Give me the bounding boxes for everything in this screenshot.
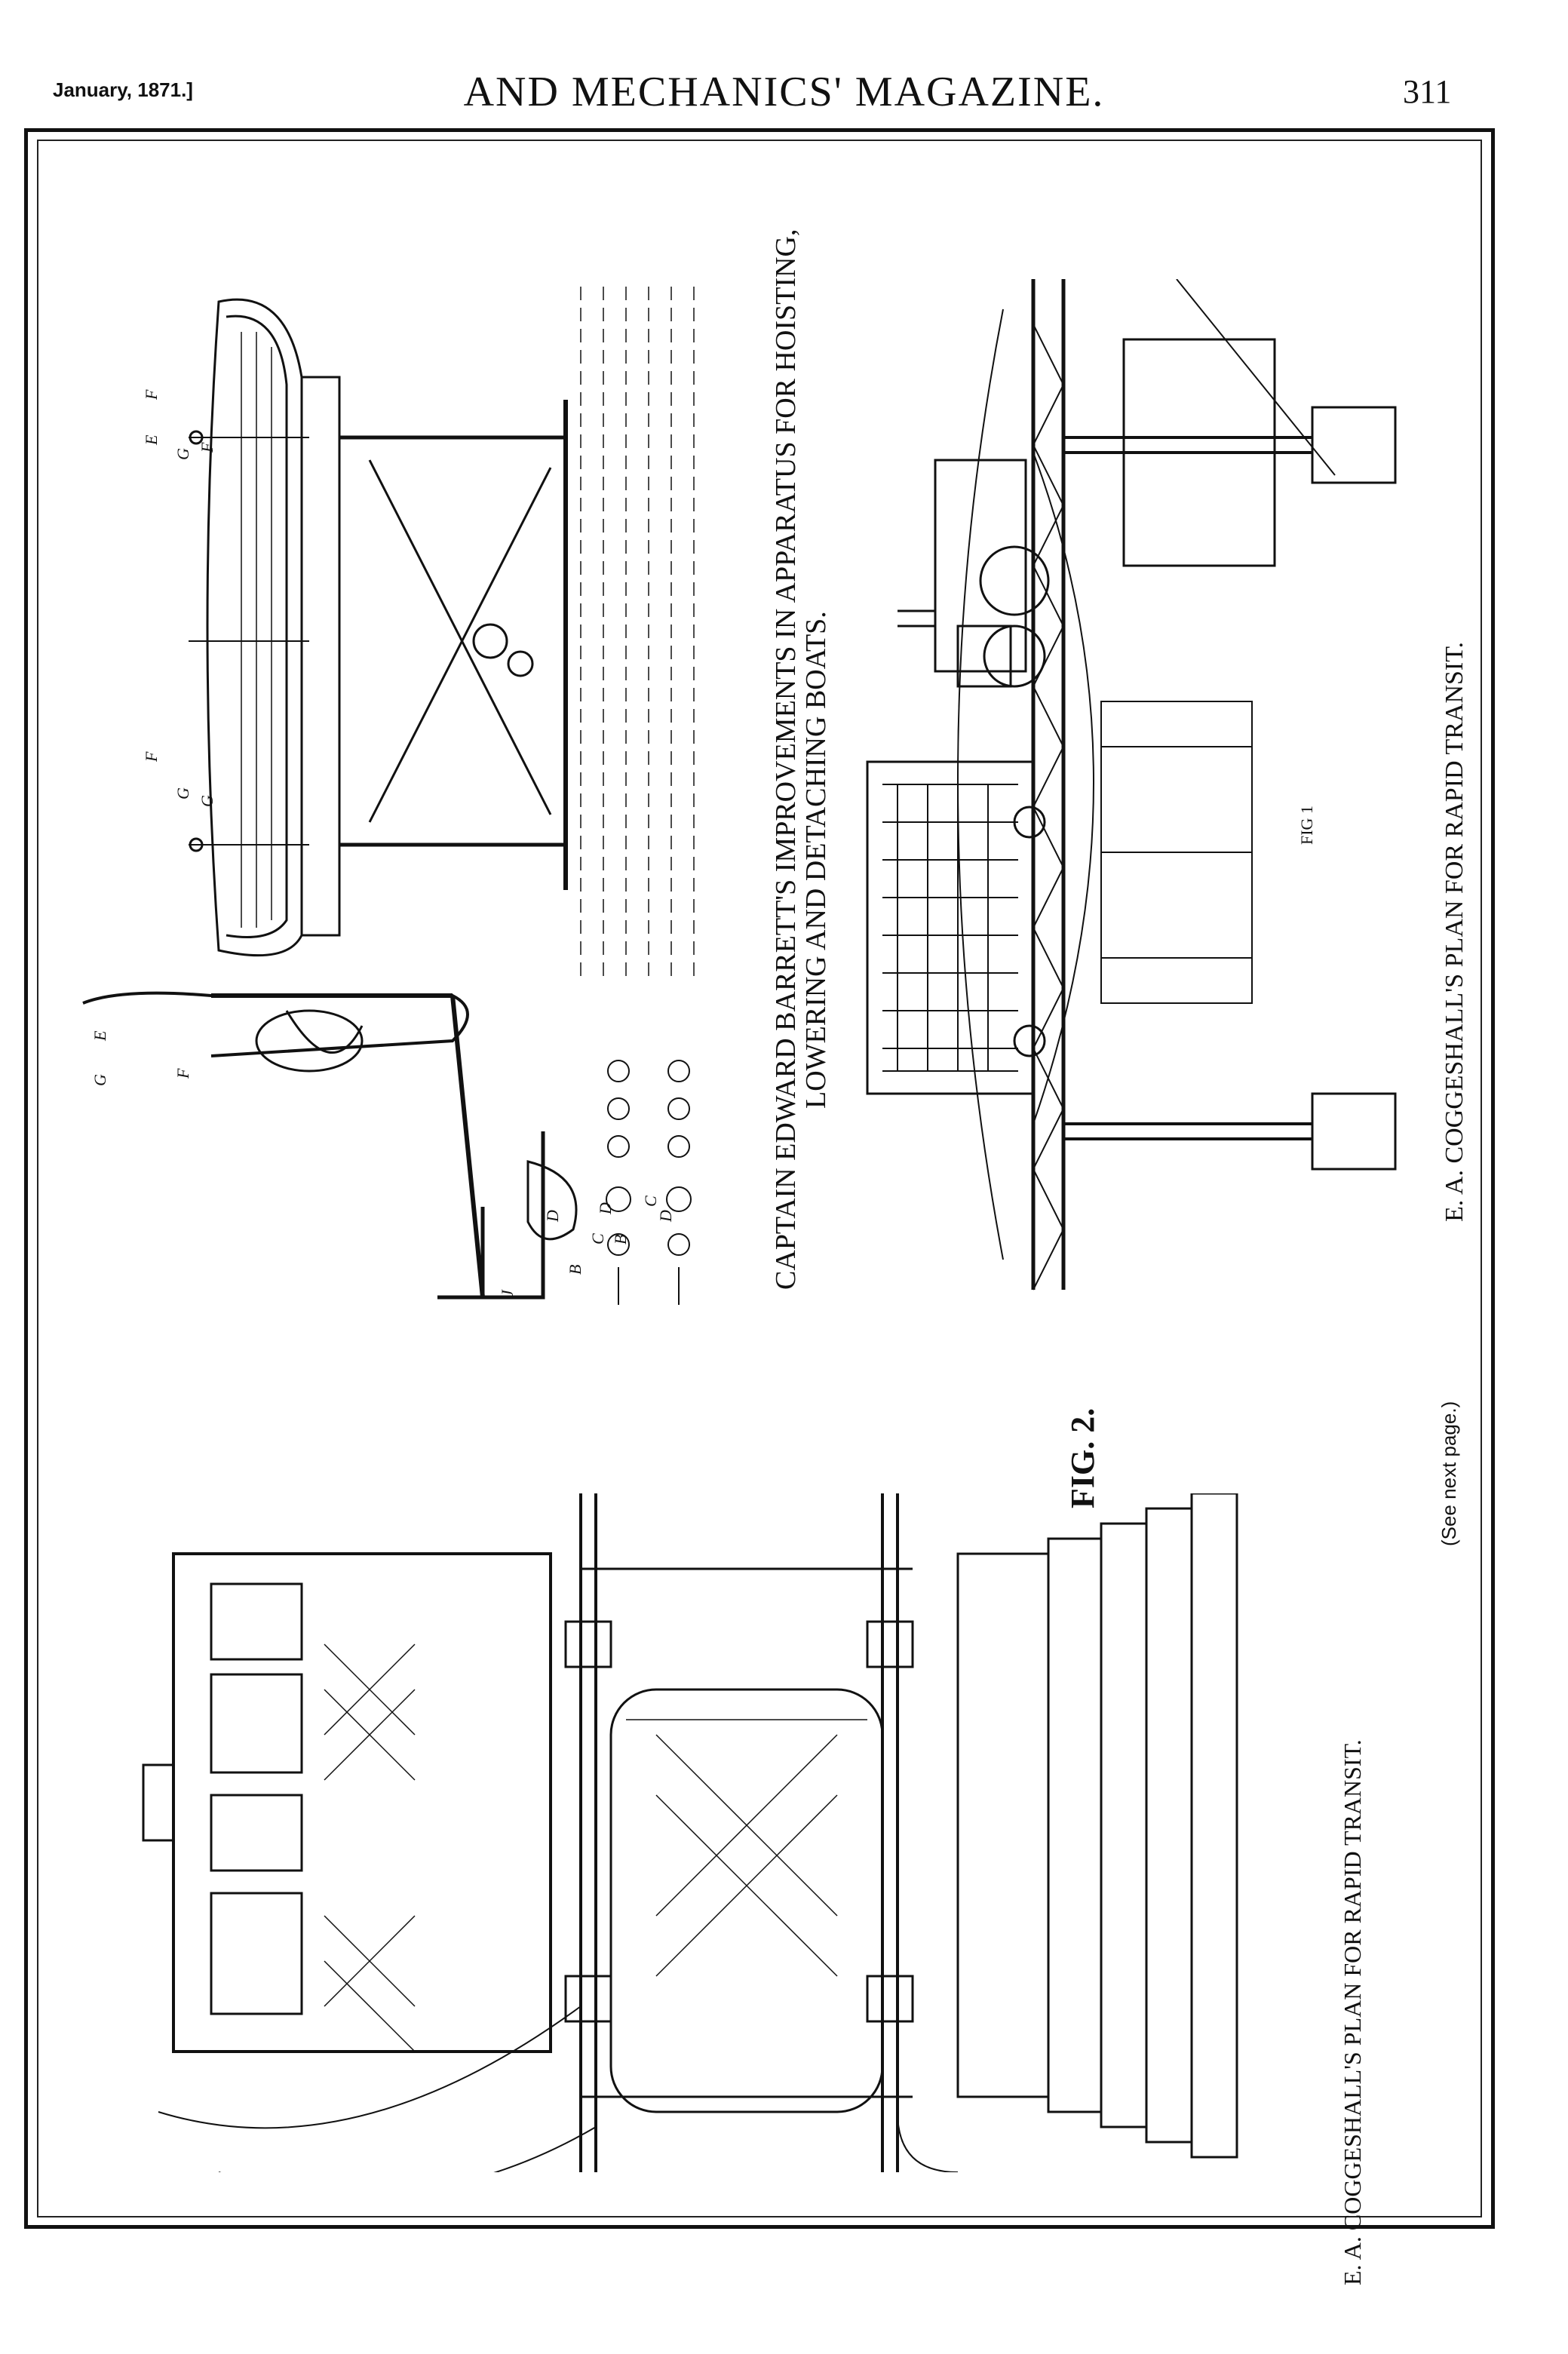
davit-letter-j: J xyxy=(498,1290,517,1297)
boat-letter-f: F xyxy=(142,389,161,400)
boat-letter-g-2: G xyxy=(173,787,192,800)
header-date: January, 1871.] xyxy=(53,78,193,101)
caption-barrett-line1: CAPTAIN EDWARD BARRETT'S IMPROVEMENTS IN… xyxy=(770,229,802,1290)
davit-letter-g: G xyxy=(91,1074,109,1086)
engraving-plate xyxy=(24,128,1495,2229)
caption-fig2: FIG. 2. xyxy=(1064,1407,1101,1508)
caption-barrett-line2: LOWERING AND DETACHING BOATS. xyxy=(800,611,832,1109)
davit-letter-c: C xyxy=(641,1195,660,1207)
caption-see-next-page: (See next page.) xyxy=(1438,1401,1460,1546)
davit-letter-d-2: D xyxy=(656,1210,675,1222)
boat-letter-g-3: G xyxy=(198,795,216,807)
boat-hoisting-illustration xyxy=(189,287,695,981)
davit-letter-c-2: C xyxy=(588,1233,607,1245)
davit-letter-f: F xyxy=(173,1068,192,1079)
boat-letter-e: E xyxy=(142,434,161,445)
davit-letter-d-3: D xyxy=(543,1210,562,1222)
elevated-railway-fig1-illustration xyxy=(866,279,1397,1291)
boat-letter-f-2: F xyxy=(142,751,161,762)
header-page-number: 311 xyxy=(1403,73,1452,110)
header-magazine-title: AND MECHANICS' MAGAZINE. xyxy=(463,69,1105,115)
caption-coggeshall-top: E. A. COGGESHALL'S PLAN FOR RAPID TRANSI… xyxy=(1441,641,1468,1222)
boat-letter-g: G xyxy=(173,448,192,460)
davit-letter-b-2: B xyxy=(566,1264,585,1275)
station-end-elevation-fig2-illustration xyxy=(142,1493,1238,2172)
davit-letter-b: B xyxy=(611,1234,630,1245)
boat-letter-f-3: F xyxy=(198,442,216,453)
davit-detail-illustration xyxy=(82,991,692,1305)
caption-fig1: FIG 1 xyxy=(1297,806,1316,845)
caption-coggeshall-bottom: E. A. COGGESHALL'S PLAN FOR RAPID TRANSI… xyxy=(1339,1739,1366,2285)
plate-inner-border xyxy=(37,140,1482,2217)
davit-letter-e: E xyxy=(91,1030,109,1041)
davit-letter-d: D xyxy=(596,1202,615,1214)
